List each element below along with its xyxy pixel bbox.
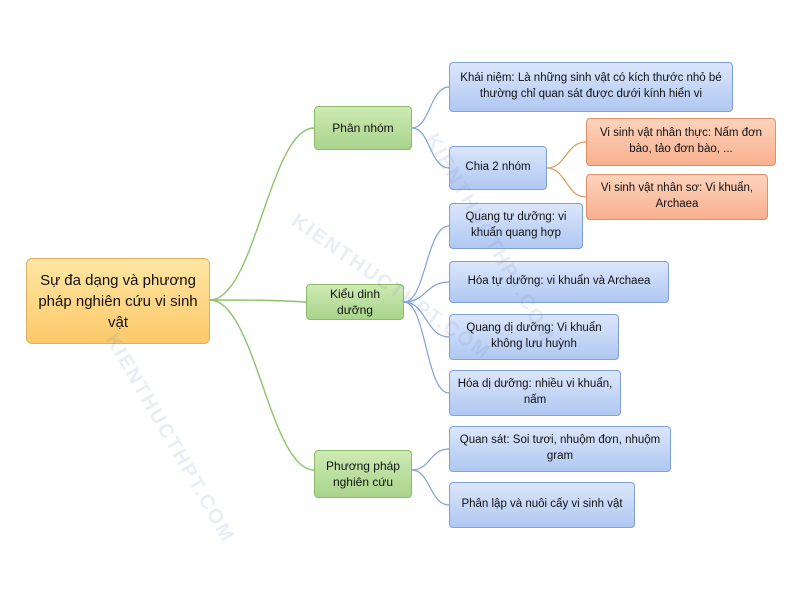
- link-chia-nhan-so: [546, 167, 587, 198]
- leaf-quan-sat: Quan sát: Soi tươi, nhuộm đơn, nhuộm gra…: [449, 426, 671, 472]
- branch-phan-nhom: Phân nhóm: [314, 106, 412, 150]
- leaf-khai-niem-label: Khái niệm: Là những sinh vật có kích thư…: [460, 72, 722, 100]
- root-node: Sự đa dạng và phương pháp nghiên cứu vi …: [26, 258, 210, 344]
- branch-phan-nhom-label: Phân nhóm: [332, 120, 394, 135]
- leaf-quang-di-duong: Quang dị dưỡng: Vi khuẩn không lưu huỳnh: [449, 314, 619, 360]
- leaf-nhan-so: Vi sinh vật nhân sơ: Vi khuẩn, Archaea: [586, 174, 768, 220]
- link-kdd-quang-tu-duong: [403, 225, 450, 303]
- link-kdd-hoa-di-duong: [403, 301, 450, 394]
- branch-kieu-dinh-duong: Kiểu dinh dưỡng: [306, 284, 404, 320]
- branch-phuong-phap: Phương pháp nghiên cứu: [314, 450, 412, 498]
- leaf-nhan-thuc-label: Vi sinh vật nhân thực: Nấm đơn bào, tảo …: [599, 127, 763, 155]
- leaf-hoa-tu-duong: Hóa tự dưỡng: vi khuẩn và Archaea: [449, 261, 669, 303]
- link-root-phuong-phap: [209, 299, 315, 471]
- branch-kieu-dinh-duong-label: Kiểu dinh dưỡng: [329, 286, 381, 317]
- leaf-hoa-tu-duong-label: Hóa tự dưỡng: vi khuẩn và Archaea: [467, 275, 651, 288]
- link-root-phan-nhom: [209, 127, 315, 301]
- leaf-quang-tu-duong-label: Quang tự dưỡng: vi khuẩn quang hợp: [465, 211, 567, 239]
- link-phan-nhom-khai-niem: [411, 86, 450, 129]
- leaf-phan-lap-label: Phân lập và nuôi cấy vi sinh vật: [461, 498, 623, 511]
- leaf-hoa-di-duong-label: Hóa dị dưỡng: nhiều vi khuẩn, nấm: [457, 378, 613, 406]
- link-pp-phan-lap: [411, 469, 450, 506]
- link-kdd-hoa-tu-duong: [403, 281, 450, 303]
- branch-phuong-phap-label: Phương pháp nghiên cứu: [326, 458, 400, 489]
- link-pp-quan-sat: [411, 448, 450, 471]
- leaf-phan-lap: Phân lập và nuôi cấy vi sinh vật: [449, 482, 635, 528]
- leaf-hoa-di-duong: Hóa dị dưỡng: nhiều vi khuẩn, nấm: [449, 370, 621, 416]
- root-label: Sự đa dạng và phương pháp nghiên cứu vi …: [38, 271, 198, 331]
- link-root-kieu-dinh-duong: [209, 299, 307, 303]
- leaf-nhan-so-label: Vi sinh vật nhân sơ: Vi khuẩn, Archaea: [600, 182, 754, 210]
- leaf-nhan-thuc: Vi sinh vật nhân thực: Nấm đơn bào, tảo …: [586, 118, 776, 166]
- leaf-chia-2-nhom: Chia 2 nhóm: [449, 146, 547, 190]
- leaf-quang-tu-duong: Quang tự dưỡng: vi khuẩn quang hợp: [449, 203, 583, 249]
- leaf-chia-2-nhom-label: Chia 2 nhóm: [465, 161, 531, 174]
- leaf-quan-sat-label: Quan sát: Soi tươi, nhuộm đơn, nhuộm gra…: [459, 434, 661, 462]
- link-kdd-quang-di-duong: [403, 301, 450, 338]
- link-phan-nhom-chia-2-nhom: [411, 127, 450, 169]
- leaf-khai-niem: Khái niệm: Là những sinh vật có kích thư…: [449, 62, 733, 112]
- link-chia-nhan-thuc: [546, 141, 587, 169]
- leaf-quang-di-duong-label: Quang dị dưỡng: Vi khuẩn không lưu huỳnh: [466, 322, 602, 350]
